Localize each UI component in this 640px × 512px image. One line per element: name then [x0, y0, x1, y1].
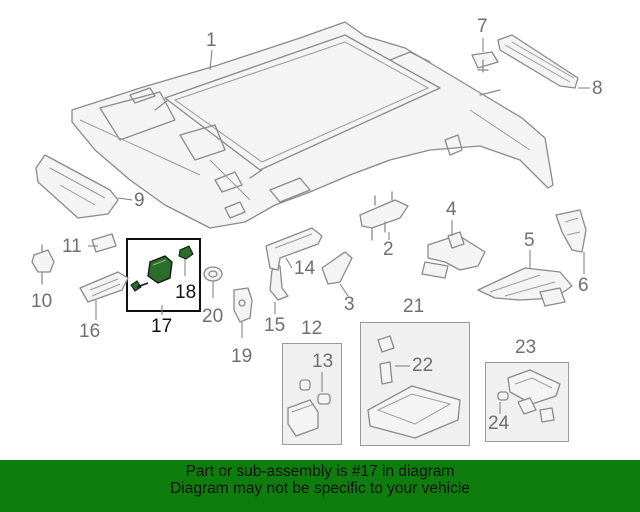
- callout-20[interactable]: 20: [202, 306, 224, 327]
- part-5-bracket: [477, 250, 573, 307]
- part-9-sun-visor: [35, 154, 119, 219]
- part-21-contents: [367, 335, 461, 439]
- callout-16[interactable]: 16: [79, 321, 101, 342]
- callout-4[interactable]: 4: [446, 199, 457, 220]
- callout-8[interactable]: 8: [592, 78, 603, 99]
- callout-23[interactable]: 23: [515, 337, 537, 358]
- part-14-grab-handle: [265, 227, 323, 271]
- callout-13[interactable]: 13: [312, 351, 334, 372]
- callout-19[interactable]: 19: [231, 346, 253, 367]
- callout-3[interactable]: 3: [344, 294, 355, 315]
- callout-22[interactable]: 22: [412, 355, 434, 376]
- part-4-bracket: [421, 220, 486, 279]
- part-8-trim: [497, 34, 579, 89]
- part-16-handle-base: [79, 271, 129, 303]
- part-23-contents: [497, 369, 561, 423]
- part-3-trim: [321, 251, 353, 297]
- callout-9[interactable]: 9: [134, 190, 145, 211]
- part-19-bracket: [233, 287, 253, 338]
- callout-5[interactable]: 5: [524, 230, 535, 251]
- callout-21[interactable]: 21: [403, 296, 425, 317]
- part-15-clip: [269, 265, 289, 314]
- callout-14[interactable]: 14: [294, 258, 316, 279]
- banner-line-2: Diagram may not be specific to your vehi…: [170, 480, 470, 497]
- part-20-grommet: [203, 266, 223, 298]
- headliner-part: [71, 21, 554, 229]
- callout-2[interactable]: 2: [383, 239, 394, 260]
- callout-24[interactable]: 24: [488, 413, 510, 434]
- part-17-assembly[interactable]: [130, 245, 194, 292]
- callout-18[interactable]: 18: [175, 282, 197, 303]
- part-6-trim: [555, 209, 587, 274]
- part-11-bracket: [91, 233, 117, 253]
- banner-line-1: Part or sub-assembly is #17 in diagram: [185, 463, 455, 480]
- part-10-hook: [31, 244, 55, 285]
- part-12-contents: [287, 372, 331, 437]
- callout-15[interactable]: 15: [264, 315, 286, 336]
- part-2-bracket: [359, 191, 409, 241]
- callout-12[interactable]: 12: [301, 318, 323, 339]
- callout-10[interactable]: 10: [31, 291, 53, 312]
- callout-17[interactable]: 17: [151, 316, 173, 337]
- callout-6[interactable]: 6: [578, 275, 589, 296]
- callout-11[interactable]: 11: [62, 236, 82, 257]
- part-7-clip: [471, 51, 499, 69]
- info-banner: Part or sub-assembly is #17 in diagram D…: [0, 460, 640, 512]
- callout-7[interactable]: 7: [477, 16, 488, 37]
- callout-1[interactable]: 1: [206, 30, 217, 51]
- diagram-drawing: [31, 21, 590, 439]
